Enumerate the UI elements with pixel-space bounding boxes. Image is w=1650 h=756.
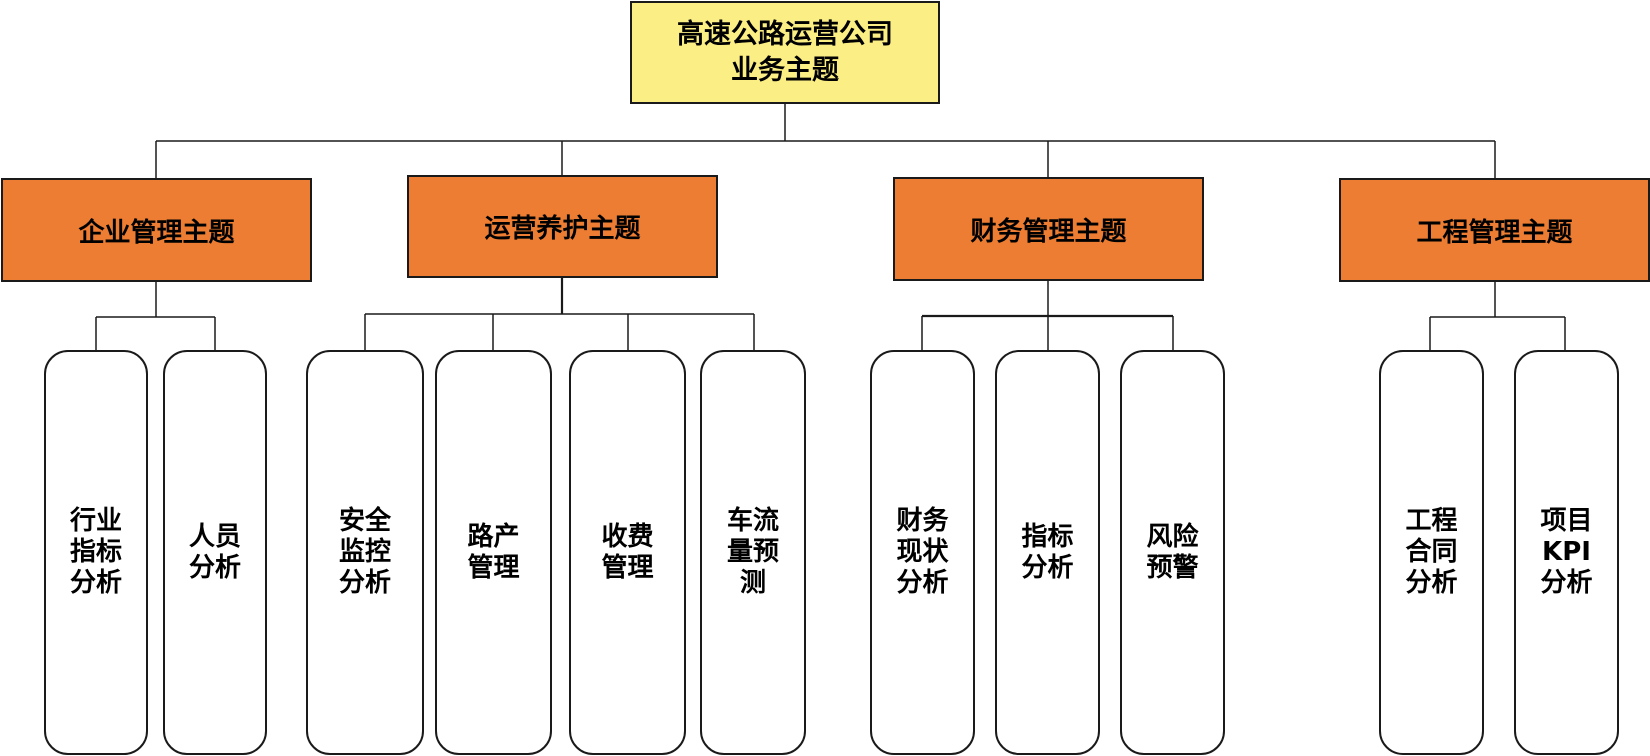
leaf-node: 工程 合同 分析: [1379, 350, 1484, 755]
leaf-label: 指标 分析: [1021, 521, 1074, 583]
leaf-node: 财务 现状 分析: [870, 350, 975, 755]
leaf-label: 安全 监控 分析: [338, 506, 391, 598]
root-label: 高速公路运营公司 业务主题: [677, 18, 893, 86]
theme-label: 工程管理主题: [1416, 217, 1573, 248]
leaf-node: 指标 分析: [995, 350, 1100, 755]
theme-node-enterprise: 企业管理主题: [1, 178, 312, 282]
theme-label: 财务管理主题: [970, 216, 1127, 247]
leaf-label: 风险 预警: [1146, 521, 1199, 583]
theme-label: 企业管理主题: [78, 217, 235, 248]
root-node: 高速公路运营公司 业务主题: [630, 1, 940, 104]
leaf-label: 行业 指标 分析: [69, 506, 122, 598]
leaf-node: 安全 监控 分析: [306, 350, 424, 755]
leaf-label: 财务 现状 分析: [896, 506, 949, 598]
leaf-label: 路产 管理: [467, 521, 520, 583]
leaf-label: 人员 分析: [188, 521, 241, 583]
leaf-node: 车流 量预 测: [700, 350, 806, 755]
leaf-label: 车流 量预 测: [726, 506, 779, 598]
leaf-node: 人员 分析: [163, 350, 267, 755]
leaf-node: 项目 KPI 分析: [1514, 350, 1619, 755]
leaf-node: 路产 管理: [435, 350, 552, 755]
leaf-node: 风险 预警: [1120, 350, 1225, 755]
leaf-label: 收费 管理: [601, 521, 654, 583]
theme-label: 运营养护主题: [484, 214, 641, 244]
leaf-label: 项目 KPI 分析: [1540, 506, 1593, 598]
theme-node-operations: 运营养护主题: [407, 175, 718, 278]
theme-node-engineering: 工程管理主题: [1339, 178, 1650, 282]
leaf-node: 收费 管理: [569, 350, 686, 755]
theme-node-finance: 财务管理主题: [893, 177, 1204, 281]
leaf-label: 工程 合同 分析: [1405, 506, 1458, 598]
leaf-node: 行业 指标 分析: [44, 350, 148, 755]
